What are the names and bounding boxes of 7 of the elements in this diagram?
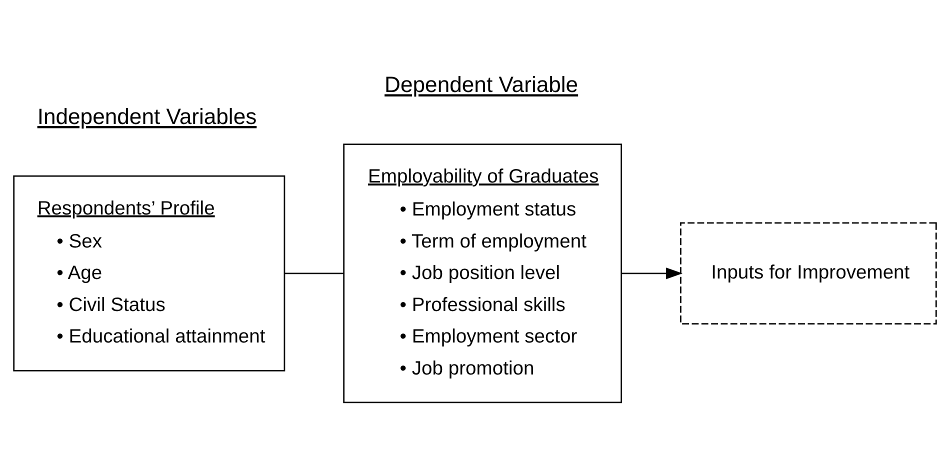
label: Dependent Variable — [384, 72, 578, 98]
node-box: Employability of Graduates • Employment status • Term of employment • Job position level • Professional skills • Employment sector • Job promotion — [343, 144, 622, 404]
node-box: Inputs for Improvement — [680, 222, 937, 324]
connector — [284, 272, 344, 274]
node-box: Respondents’ Profile • Sex • Age • Civil Status • Educational attainment — [13, 175, 286, 372]
arrow — [621, 268, 683, 280]
label: Independent Variables — [37, 104, 257, 129]
